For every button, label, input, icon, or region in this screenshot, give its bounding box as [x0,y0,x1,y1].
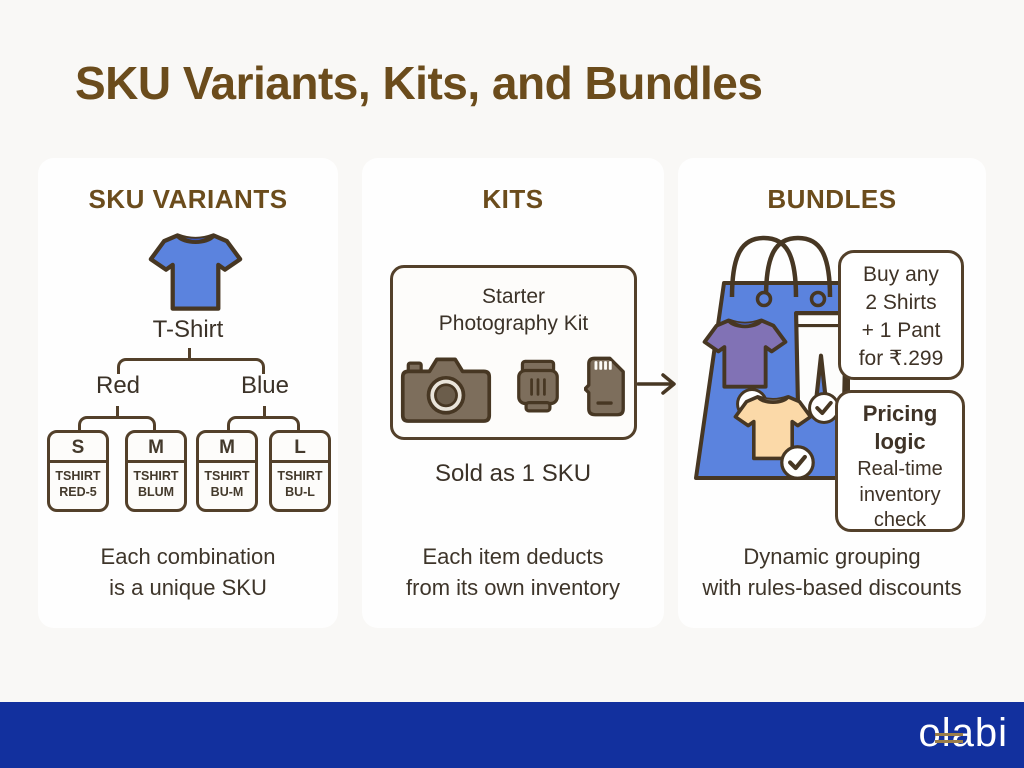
sku-code-line: BLUM [137,485,175,500]
right-arrow-icon [637,373,676,395]
tree-stub-root [188,348,191,359]
sku-code-line: TSHIRT [133,469,179,483]
caption-line: is a unique SKU [109,574,267,600]
checkmark-icon [780,445,815,480]
kit-name-line: Photography Kit [438,312,589,336]
camera-icon [400,357,491,423]
caption-line: from its own inventory [406,574,620,600]
tree-bracket-root [117,358,265,374]
caption-line: Each item deducts [422,544,604,569]
sku-variants-card: SKU VARIANTS T-Shirt Red Blue S TSHIRT R… [38,158,338,628]
bundles-caption: Dynamic grouping with rules-based discou… [678,542,986,604]
sku-box: M TSHIRT BLUM [125,430,187,512]
sku-code-line: BU-M [210,485,244,500]
sku-code: TSHIRT BU-L [272,463,328,501]
logo-gold-bar [935,740,963,743]
logo-gold-bars-icon [935,733,963,747]
sku-code-line: RED-5 [59,485,97,500]
sku-size: L [272,433,328,463]
sku-code-line: TSHIRT [55,469,101,483]
sku-code: TSHIRT BLUM [128,463,184,501]
tree-bracket-blue [227,416,300,430]
variants-caption: Each combination is a unique SKU [38,542,338,604]
sku-code-line: TSHIRT [204,469,250,483]
branch-label-red: Red [95,372,141,399]
offer-line: + 1 Pant [861,318,941,342]
offer-callout: Buy any 2 Shirts + 1 Pant for ₹.299 [838,250,964,380]
pricing-detail-line: check [873,509,927,532]
sku-size: S [50,433,106,463]
sku-box: S TSHIRT RED-5 [47,430,109,512]
kit-name-line: Starter [481,285,546,308]
sku-box: M TSHIRT BU-M [196,430,258,512]
bundles-card: BUNDLES [678,158,986,628]
tree-stub-red [116,406,119,417]
offer-line: Buy any [863,263,939,286]
offer-line: for ₹.299 [858,346,944,370]
sd-card-icon [583,356,625,417]
kit-box: Starter Photography Kit [390,265,637,440]
product-label: T-Shirt [152,316,224,343]
tshirt-icon [148,233,243,311]
caption-line: Each combination [100,544,276,569]
sku-size: M [199,433,255,463]
footer-bar: olabi [0,702,1024,768]
sold-as-label: Sold as 1 SKU [434,460,592,487]
pricing-callout: Pricing logic Real-time inventory check [835,390,965,532]
bundles-heading: BUNDLES [767,184,897,214]
sku-box: L TSHIRT BU-L [269,430,331,512]
purple-shirt-icon [702,318,788,389]
pricing-title-line: logic [874,428,926,454]
sku-size: M [128,433,184,463]
offer-line: 2 Shirts [865,290,937,314]
caption-line: Dynamic grouping [743,544,921,569]
caption-line: with rules-based discounts [702,574,962,600]
pricing-detail: Real-time inventory check [838,457,962,534]
kit-name: Starter Photography Kit [393,283,634,338]
pricing-title-line: Pricing [862,401,938,426]
pricing-detail-line: inventory [859,483,941,506]
tree-stub-blue [263,406,266,417]
sku-code: TSHIRT BU-M [199,463,255,501]
olabi-logo: olabi [918,711,1008,755]
sku-code-line: BU-L [285,485,315,500]
variants-heading: SKU VARIANTS [88,184,288,214]
pricing-title: Pricing logic [838,400,962,455]
kits-card: KITS Starter Photography Kit [362,158,664,628]
kit-icons-row [393,351,634,423]
kits-heading: KITS [482,184,544,214]
logo-gold-bar [935,733,963,736]
branch-label-blue: Blue [240,372,290,399]
sku-code-line: TSHIRT [277,469,323,483]
peach-shirt-icon [733,395,813,461]
handle-ring-icon [755,290,773,308]
pricing-detail-line: Real-time [857,458,943,480]
tree-bracket-red [78,416,156,430]
kits-caption: Each item deducts from its own inventory [362,542,664,604]
page-title: SKU Variants, Kits, and Bundles [75,57,763,109]
sku-code: TSHIRT RED-5 [50,463,106,501]
lens-icon [516,359,559,413]
handle-ring-icon [809,290,827,308]
